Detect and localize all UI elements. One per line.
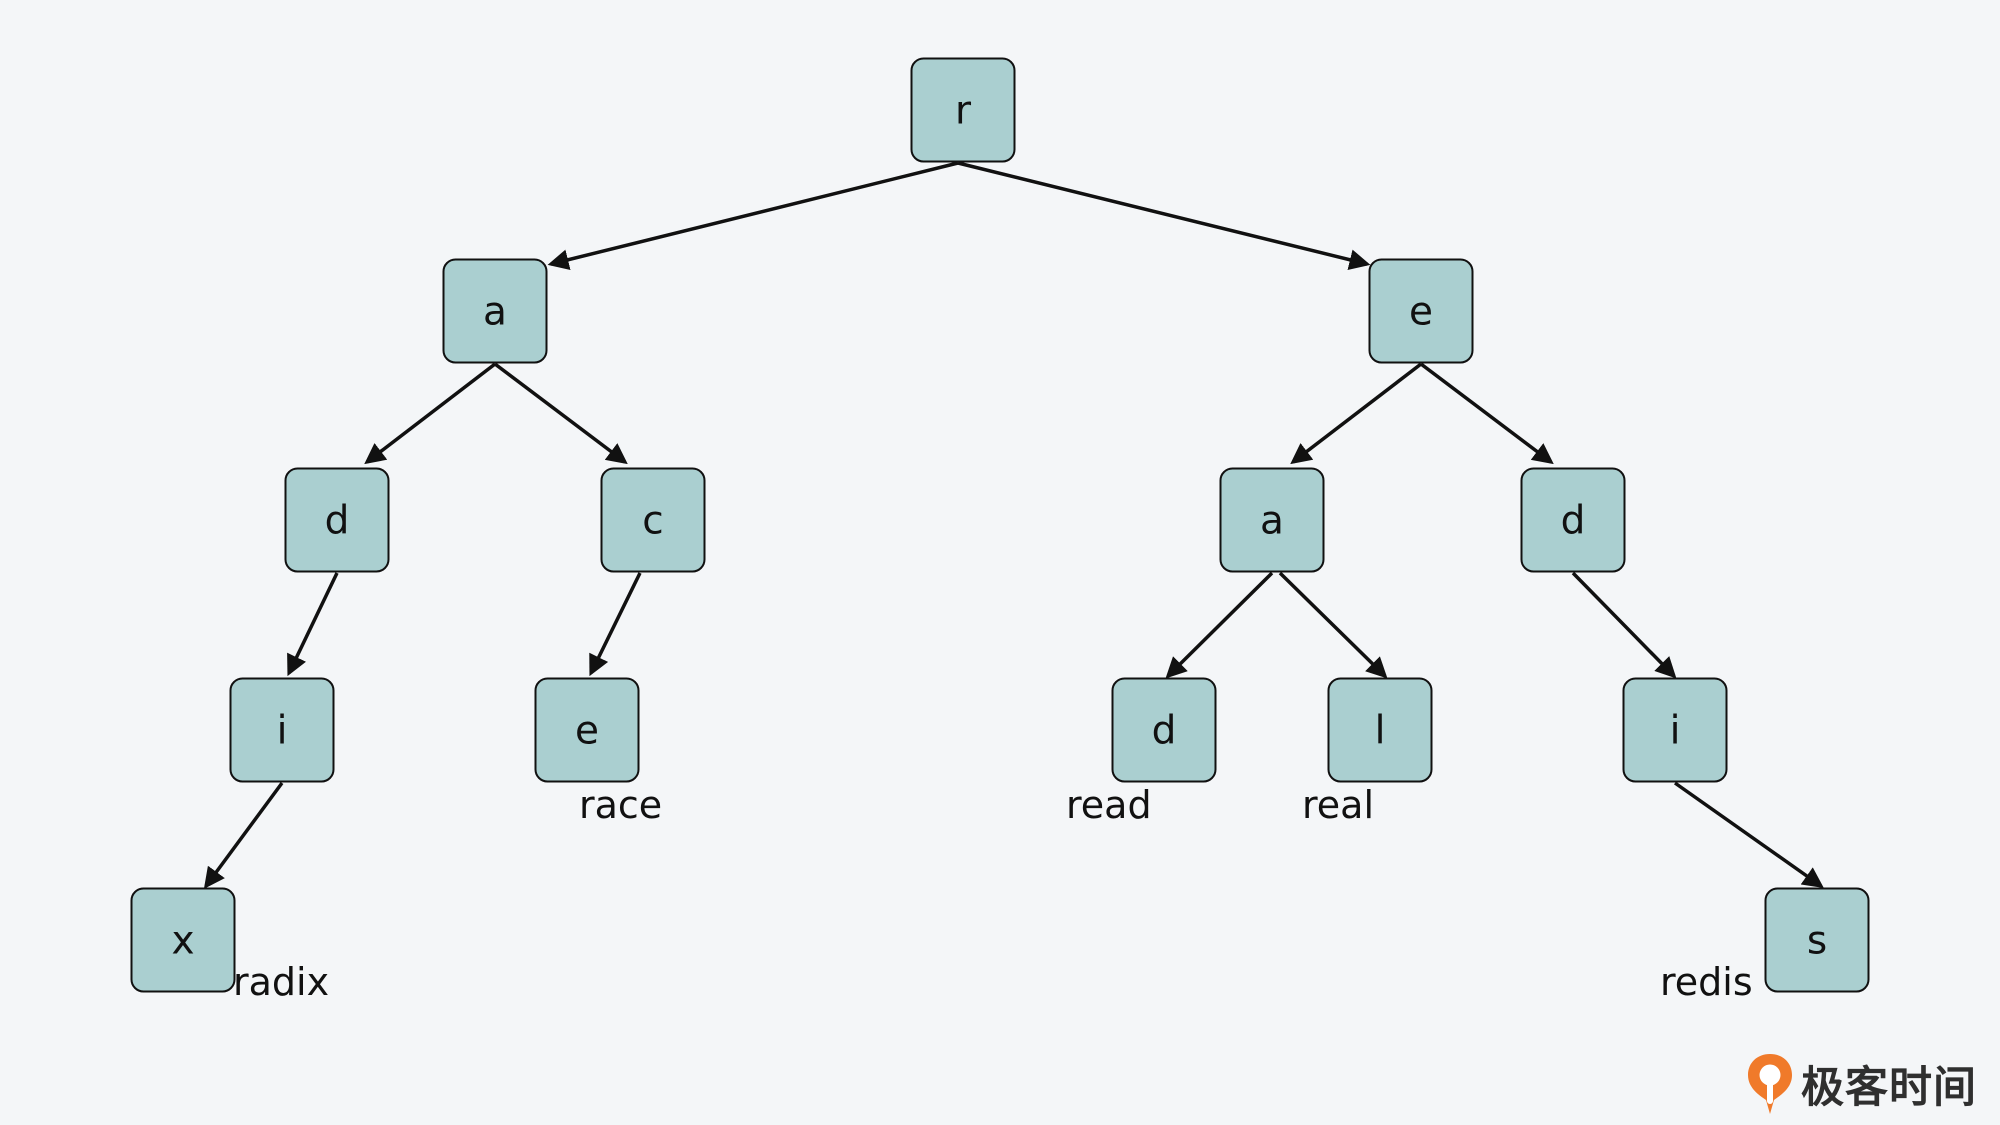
word-labels: radix race read real redis [233,783,1753,1004]
brand-watermark: 极客时间 [1745,1052,1977,1116]
tree-node-root: r [910,57,1016,163]
edge-a2-l1 [1278,571,1388,679]
node-letter: i [277,709,288,754]
word-label-read: read [1066,783,1152,827]
tree-node-s1: s [1764,887,1870,993]
nodes: r a e d c a d i e d l i x s [130,57,1870,993]
tree-node-l1: l [1327,677,1433,783]
node-letter: a [1260,499,1284,544]
node-letter: e [1409,290,1433,335]
edge-a1-c1 [493,362,628,465]
tree-node-a2: a [1219,467,1325,573]
node-box [130,887,236,993]
tree-node-i1: i [229,677,335,783]
edge-i2-s1 [1673,781,1824,889]
edge-d1-i1 [287,572,339,677]
edge-a2-d3 [1165,571,1274,679]
tree-node-d2: d [1520,467,1626,573]
node-letter: s [1807,919,1827,964]
node-letter: i [1670,709,1681,754]
tree-node-d1: d [284,467,390,573]
node-box [1622,677,1728,783]
word-label-redis: redis [1660,960,1753,1004]
word-label-real: real [1302,783,1374,827]
tree-node-a1: a [442,258,548,364]
node-box [1327,677,1433,783]
node-letter: d [1561,499,1586,544]
node-letter: x [171,919,194,964]
node-box [1368,258,1474,364]
brand-name: 极客时间 [1801,1063,1977,1113]
node-letter: d [325,499,350,544]
edge-root-a1 [547,161,959,270]
node-box [1520,467,1626,573]
tree-node-e1: e [1368,258,1474,364]
tree-node-i2: i [1622,677,1728,783]
edges [203,161,1824,889]
edge-d2-i2 [1571,571,1677,679]
node-box [442,258,548,364]
word-label-radix: radix [233,960,329,1004]
edge-a1-d1 [364,362,497,465]
edge-c1-e2 [589,572,642,677]
edge-root-e1 [957,161,1371,270]
node-box [1219,467,1325,573]
node-box [910,57,1016,163]
word-label-race: race [579,783,662,827]
edge-e1-d2 [1419,362,1554,465]
edge-e1-a2 [1290,362,1423,465]
node-box [229,677,335,783]
node-box [600,467,706,573]
geektime-logo-icon [1748,1054,1792,1114]
edge-i1-x1 [203,781,284,889]
tree-node-x1: x [130,887,236,993]
node-box [284,467,390,573]
tree-node-d3: d [1111,677,1217,783]
node-letter: e [575,709,599,754]
node-box [1111,677,1217,783]
node-letter: d [1152,709,1177,754]
node-letter: c [642,499,663,544]
node-box [534,677,640,783]
node-letter: a [483,290,507,335]
tree-node-c1: c [600,467,706,573]
tree-node-e2: e [534,677,640,783]
node-letter: l [1375,709,1386,754]
node-letter: r [955,89,972,134]
node-box [1764,887,1870,993]
